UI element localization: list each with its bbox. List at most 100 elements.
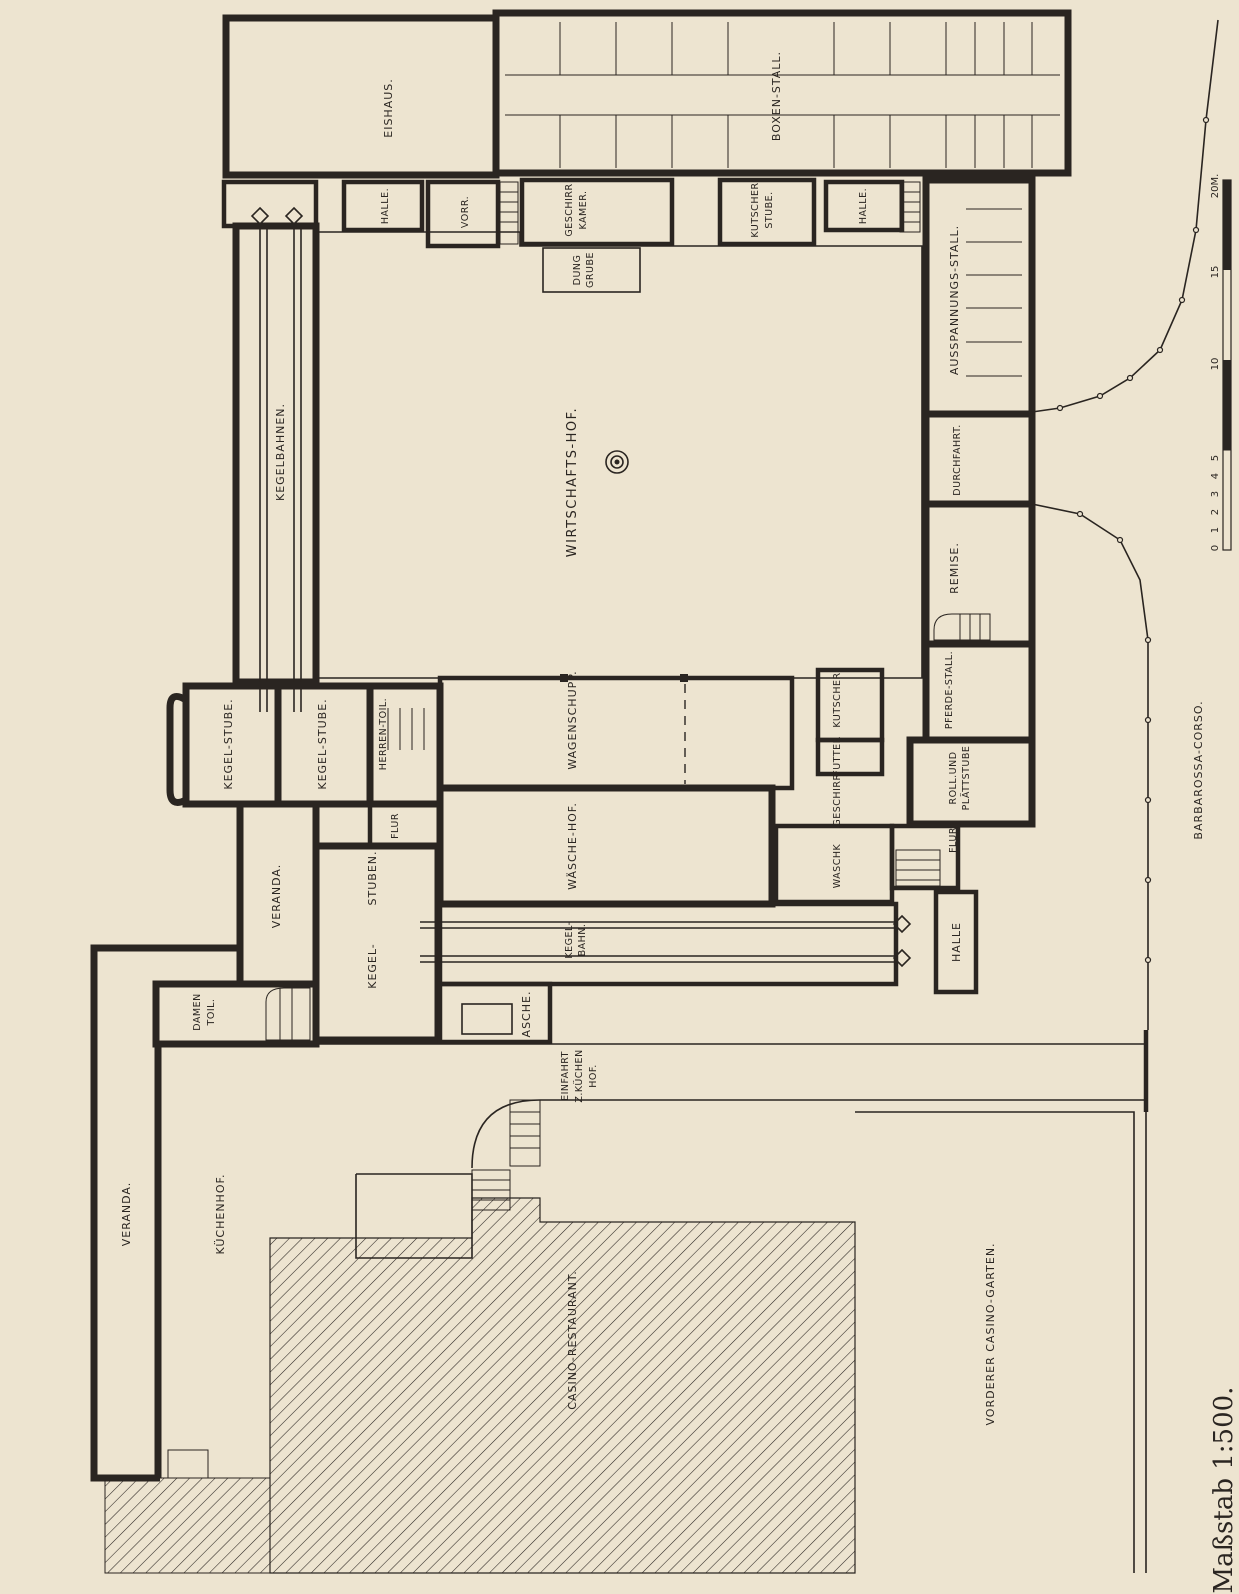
label-halle-top-left: HALLE.: [380, 188, 391, 224]
kegel-stube-1-bay: [166, 692, 188, 806]
label-asche: ASCHE.: [520, 991, 533, 1038]
label-vorderer-casino-garten: VORDERER CASINO-GARTEN.: [984, 1242, 997, 1425]
label-kegel-bahn-1: KEGEL-: [564, 921, 575, 958]
label-geschirr-kammer-1: GESCHIRR: [564, 183, 575, 236]
dung-grube-pit: [542, 247, 641, 293]
wirtschafts-hof-outline: [315, 231, 923, 679]
boxen-stall-walls: [492, 9, 1072, 177]
label-eishaus: EISHAUS.: [382, 78, 395, 138]
label-dung-grube-2: GRUBE: [585, 252, 596, 288]
einfahrt-curved-wall: [471, 1099, 541, 1169]
lower-pin-diamond-1: [892, 914, 912, 934]
label-waesche-hof: WÄSCHE-HOF.: [566, 802, 579, 890]
label-flur-mid: FLUR: [390, 813, 401, 839]
label-kutscher-stube-1: KUTSCHER: [750, 182, 761, 237]
label-kuechenhof: KÜCHENHOF.: [214, 1173, 227, 1254]
label-wagenschuppen: WAGENSCHUPP.: [566, 670, 579, 769]
scale-tick-1: 1: [1210, 527, 1221, 533]
street-edge-dots: [1056, 116, 1210, 964]
scale-tick-3: 3: [1210, 491, 1221, 497]
label-barbarossa-corso: BARBAROSSA-CORSO.: [1192, 700, 1205, 839]
scale-tick-2: 2: [1210, 509, 1221, 515]
kuechenhof-stair: [167, 1449, 209, 1479]
label-kegel-stuben-1: KEGEL-: [366, 943, 379, 989]
ausspannungs-stall-walls: [922, 176, 1036, 418]
label-durchfahrt: DURCHFAHRT.: [952, 424, 963, 496]
kegel-pin-diamond-2: [284, 206, 304, 226]
label-pferde-stall: PFERDE-STALL.: [944, 651, 955, 729]
flur-right-walls: [889, 823, 961, 891]
scale-tick-10: 10: [1210, 358, 1221, 371]
casino-restaurant-hatch: [269, 1197, 856, 1574]
waesche-hof-walls: [436, 784, 776, 908]
label-waschk: WASCHK: [832, 844, 843, 889]
label-einfahrt-3: HOF.: [588, 1064, 599, 1088]
einfahrt-steps: [471, 1099, 541, 1211]
lower-pin-diamond-2: [892, 948, 912, 968]
label-roll-plaettstube-2: PLÄTTSTUBE: [961, 746, 972, 811]
damen-toil-walls: [152, 980, 320, 1048]
scale-tick-4: 4: [1210, 473, 1221, 479]
geschirr-kammer-walls: [519, 177, 675, 247]
flur-stair: [895, 849, 941, 887]
halle-right-walls: [933, 889, 979, 995]
label-remise: REMISE.: [948, 542, 961, 594]
asche-bin: [461, 1003, 513, 1035]
label-einfahrt-2: Z.KÜCHEN: [574, 1049, 585, 1102]
label-veranda-upper: VERANDA.: [270, 864, 283, 929]
scale-tick-0: 0: [1210, 545, 1221, 551]
courtyard-well-outer: [605, 450, 629, 474]
halle-top-left-walls: [341, 179, 425, 233]
label-kegelbahnen: KEGELBAHNEN.: [274, 403, 287, 501]
label-futter: FUTTER: [832, 736, 843, 775]
scale-tick-20: 20M.: [1210, 174, 1221, 199]
wagenschuppen-post-1: [560, 674, 568, 682]
label-kegel-stube-2: KEGEL-STUBE.: [316, 698, 329, 789]
veranda-lower-walls: [90, 944, 244, 1482]
halle-top-right-walls: [823, 179, 905, 233]
ausspannungs-stall-divisions: [966, 208, 1022, 377]
courtyard-well-core: [614, 459, 620, 465]
courtyard-well-inner: [610, 455, 624, 469]
label-kegel-stube-1: KEGEL-STUBE.: [222, 698, 235, 789]
scale-bar: [1222, 179, 1232, 551]
label-halle-right: HALLE: [950, 922, 963, 962]
vorr-walls: [425, 179, 501, 249]
kegelbahnen-head: [221, 179, 319, 229]
garten-inner-outline: [855, 1111, 1135, 1573]
kegel-pin-diamond-1: [250, 206, 270, 226]
label-boxen-stall: BOXEN-STALL.: [770, 51, 783, 141]
label-halle-top-right: HALLE.: [858, 188, 869, 224]
remise-spiral-stair: [933, 613, 991, 641]
scale-title: Maßstab 1:500.: [1209, 1387, 1239, 1594]
eishaus-walls: [222, 14, 500, 179]
wagenschuppen-post-2: [680, 674, 688, 682]
kutscher-room-walls: [815, 667, 885, 743]
kuechenhof-bottom-hatch: [104, 1477, 271, 1574]
flur-mid-walls: [367, 801, 443, 849]
damen-toil-stair: [265, 987, 311, 1041]
label-kutscher: KUTSCHER: [832, 672, 843, 727]
label-casino-restaurant: CASINO-RESTAURANT.: [566, 1270, 579, 1409]
label-roll-plaettstube-1: ROLL.UND: [948, 751, 959, 804]
label-wirtschafts-hof: WIRTSCHAFTS-HOF.: [565, 407, 580, 557]
label-kegel-bahn-2: BAHN.: [577, 924, 588, 957]
pferde-stall-walls: [922, 640, 1036, 744]
label-veranda-lower: VERANDA.: [120, 1182, 133, 1247]
label-kutscher-stube-2: STUBE.: [764, 191, 775, 228]
label-herren-toil: HERREN-TOIL.: [378, 698, 389, 770]
label-geschirr: GESCHIRR: [832, 773, 843, 826]
label-vorr: VORR.: [460, 196, 471, 228]
label-geschirr-kammer-2: KAMER.: [578, 190, 589, 229]
label-dung-grube-1: DUNG: [572, 255, 583, 286]
label-ausspannungs-stall: AUSSPANNUNGS-STALL.: [948, 225, 961, 375]
label-flur-right: FLUR: [948, 827, 959, 853]
label-kegel-stuben-2: STUBEN.: [366, 851, 379, 906]
remise-walls: [922, 500, 1036, 648]
label-damen-toil-2: TOIL.: [206, 999, 217, 1027]
garden-terrace-outline: [355, 1173, 473, 1259]
roll-plaettstube-walls: [906, 736, 1036, 828]
asche-walls: [437, 981, 553, 1045]
